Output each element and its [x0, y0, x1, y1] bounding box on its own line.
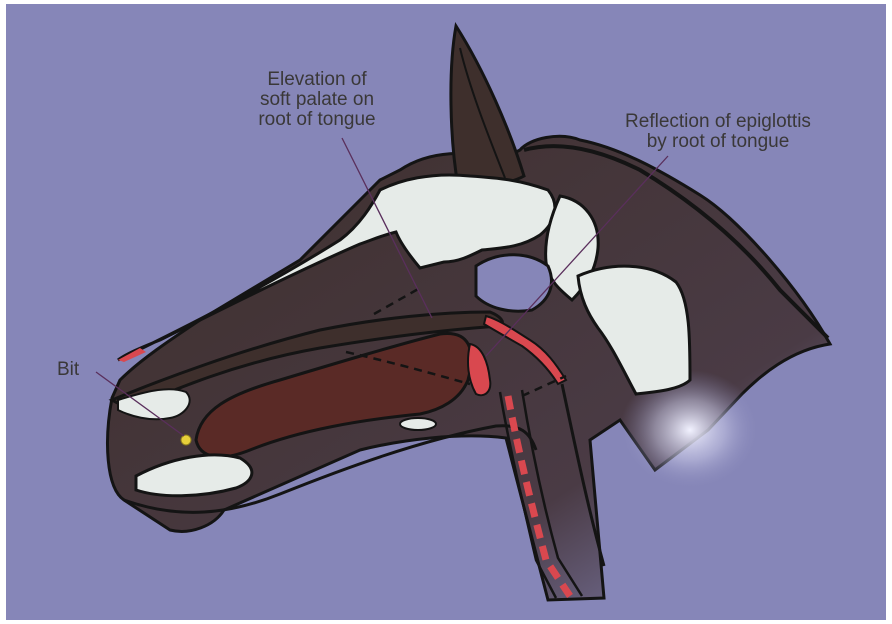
bit-marker — [181, 435, 191, 445]
label-epiglottis-reflection: Reflection of epiglottis by root of tong… — [606, 112, 830, 152]
label-soft-palate-elevation: Elevation of soft palate on root of tong… — [236, 70, 398, 130]
label-bit: Bit — [57, 360, 97, 380]
hyoid-body — [400, 418, 436, 430]
throat-light — [476, 255, 551, 311]
